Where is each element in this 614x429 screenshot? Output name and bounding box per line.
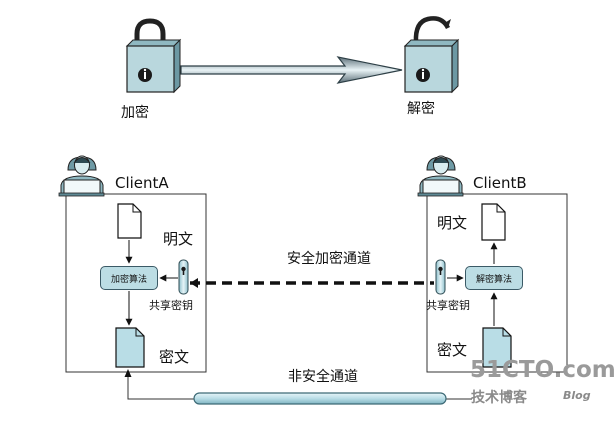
encrypt-to-decrypt-arrow [180,56,403,84]
client-b-ciphertext-label: 密文 [437,341,468,359]
client-a-name: ClientA [115,174,169,192]
encrypt-label: 加密 [121,105,149,121]
client-b-ciphertext-doc-icon [482,327,512,368]
secure-channel-label: 安全加密通道 [287,251,371,267]
client-a-encryption-algorithm-box: 加密算法 [100,266,158,290]
insecure-channel-label: 非安全通道 [288,369,358,385]
client-b-key-icon [435,259,446,295]
client-b-plaintext-doc-icon [481,203,506,241]
client-b-decryption-algorithm-box: 解密算法 [465,266,523,290]
watermark-blog: Blog [563,389,591,402]
locked-padlock-icon [125,18,182,94]
client-a-ciphertext-doc-icon [115,327,145,368]
client-a-plaintext-doc-icon [117,203,142,239]
client-a-ciphertext-label: 密文 [159,348,190,366]
client-a-plaintext-label: 明文 [163,230,194,248]
unlocked-padlock-icon [403,16,460,94]
watermark-site: 51CTO.com [470,357,614,383]
insecure-channel-pipe [193,392,447,405]
client-b-user-icon [417,155,464,197]
client-a-shared-key-label: 共享密钥 [149,299,193,312]
client-b-shared-key-label: 共享密钥 [426,299,470,312]
watermark-subtitle: 技术博客 [471,390,527,406]
client-b-frame [426,193,568,373]
client-b-name: ClientB [473,174,527,192]
client-a-key-icon [178,259,189,295]
insecure-channel-arrowhead [124,369,132,377]
client-a-user-icon [58,155,105,197]
client-b-plaintext-label: 明文 [437,214,468,232]
decrypt-label: 解密 [407,101,435,117]
secure-channel-left-arrowhead [190,278,198,288]
